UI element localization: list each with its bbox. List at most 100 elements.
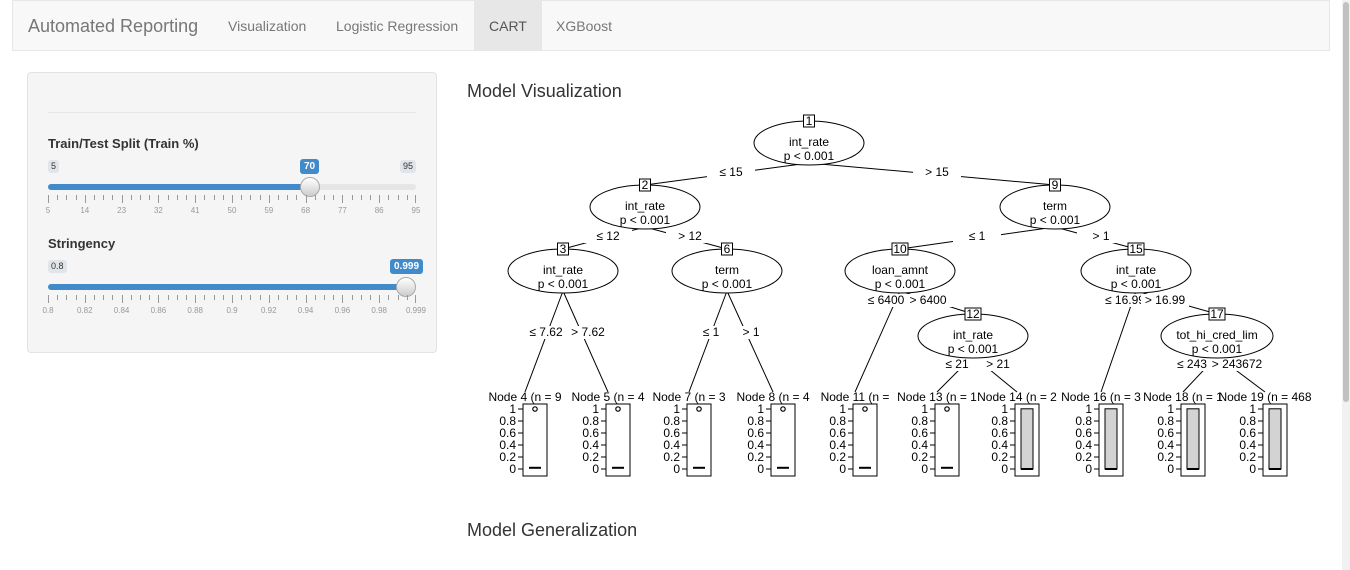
navbar: Automated Reporting Visualization Logist… (12, 0, 1330, 51)
stringency-tick (48, 295, 49, 303)
page-scrollbar[interactable] (1342, 0, 1350, 570)
axis-tick-label: 1 (509, 402, 516, 416)
tab-xgboost[interactable]: XGBoost (556, 18, 613, 34)
navbar-brand[interactable]: Automated Reporting (28, 16, 199, 36)
axis-tick-label: 0.4 (911, 438, 928, 452)
split-tick (287, 195, 289, 200)
node-id: 15 (1129, 242, 1143, 256)
terminal-node-title: Node 11 (n = (821, 390, 890, 404)
split-tick (130, 195, 132, 200)
axis-tick-label: 0.2 (911, 450, 928, 464)
node-id: 3 (560, 242, 567, 256)
edge-label-bg (564, 326, 612, 339)
node-variable: int_rate (543, 263, 583, 277)
split-tick (75, 195, 77, 200)
stringency-tick (351, 295, 353, 300)
edge-label: > 21 (986, 357, 1010, 371)
split-tick (66, 195, 68, 200)
tab-logistic-regression[interactable]: Logistic Regression (336, 18, 459, 34)
stringency-tick (121, 295, 123, 303)
tree-edge (524, 290, 564, 393)
terminal-node-title: Node 19 (n = 468 (1218, 390, 1311, 404)
stringency-tick-label: 0.84 (113, 306, 130, 315)
split-tick (259, 195, 261, 200)
split-slider-handle[interactable] (300, 177, 320, 197)
scrollbar-thumb[interactable] (1343, 2, 1349, 402)
axis-tick-label: 0.8 (1157, 414, 1174, 428)
edge-label-bg (862, 294, 910, 307)
node-id: 17 (1210, 307, 1224, 321)
axis-tick-label: 0 (1085, 462, 1092, 476)
edge-label-bg (727, 326, 775, 339)
stringency-tick (94, 295, 95, 300)
axis-tick-label: 0.2 (747, 450, 764, 464)
split-tick (204, 195, 206, 200)
stringency-tick (314, 295, 316, 300)
outlier-point (862, 406, 868, 412)
axis-tick-label: 1 (1001, 402, 1008, 416)
node-variable: term (1043, 199, 1067, 213)
stringency-value-badge: 0.999 (390, 259, 424, 274)
axis-tick-label: 0.2 (1075, 450, 1092, 464)
axis-tick-label: 0.2 (663, 450, 680, 464)
split-tick (186, 195, 187, 200)
axis-tick-label: 1 (592, 402, 599, 416)
edge-label: > 6400 (909, 293, 946, 307)
decision-tree-plot: ≤ 15> 15≤ 12> 12≤ 1> 1≤ 7.62> 7.62≤ 1> 1… (488, 114, 1312, 477)
node-id-box (639, 178, 651, 192)
stringency-tick (305, 295, 307, 303)
split-tick (250, 195, 252, 200)
axis-tick-label: 0 (839, 462, 846, 476)
stringency-tick (342, 295, 344, 303)
split-tick (415, 195, 416, 203)
stringency-tick (296, 295, 298, 300)
edge-label-bg (933, 358, 981, 371)
axis-tick-label: 0.6 (663, 426, 680, 440)
stringency-tick (195, 295, 197, 303)
axis-tick-label: 0.8 (747, 414, 764, 428)
stringency-slider-handle[interactable] (396, 277, 416, 297)
stringency-tick (287, 295, 289, 300)
split-tick (57, 195, 59, 200)
tree-edge (688, 290, 728, 393)
split-tick-label: 41 (190, 206, 200, 215)
stringency-slider-track[interactable] (48, 284, 416, 290)
node-p-value: p < 0.001 (1111, 277, 1162, 291)
axis-tick-label: 1 (1249, 402, 1256, 416)
split-slider-track[interactable] (48, 184, 416, 190)
stringency-tick-label: 0.82 (77, 306, 93, 315)
node-id-box (1208, 307, 1226, 321)
terminal-node-title: Node 7 (n = 3 (652, 390, 725, 404)
edge-label-bg (974, 358, 1022, 371)
axis-tick-label: 0.2 (991, 450, 1008, 464)
tree-edge (562, 290, 609, 393)
outlier-point (532, 406, 538, 412)
node-variable: int_rate (625, 199, 665, 213)
node-id-box (964, 307, 982, 321)
stringency-tick-label: 0.86 (150, 306, 167, 315)
split-min-label: 5 (48, 160, 60, 173)
split-tick (176, 195, 178, 200)
stringency-tick (241, 295, 243, 300)
terminal-box (522, 403, 548, 477)
tab-visualization[interactable]: Visualization (228, 18, 307, 34)
axis-tick-label: 0.8 (1075, 414, 1092, 428)
axis-tick-label: 0.2 (499, 450, 516, 464)
stringency-tick (333, 295, 335, 300)
axis-tick-label: 0.2 (1157, 450, 1174, 464)
axis-tick-label: 0.6 (991, 426, 1008, 440)
axis-tick-label: 0.4 (1239, 438, 1256, 452)
stringency-tick (130, 295, 132, 300)
axis-tick-label: 0 (921, 462, 928, 476)
split-tick (232, 195, 233, 203)
axis-tick-label: 0.6 (911, 426, 928, 440)
stringency-slider-label: Stringency (48, 236, 116, 251)
axis-tick-label: 0.8 (911, 414, 928, 428)
stringency-tick (84, 295, 86, 303)
terminal-node-title: Node 18 (n = 1 (1143, 390, 1223, 404)
tab-cart[interactable]: CART (474, 1, 542, 51)
tree-edge (854, 290, 901, 393)
node-p-value: p < 0.001 (702, 277, 753, 291)
node-variable: term (715, 263, 739, 277)
axis-tick-label: 0.6 (1239, 426, 1256, 440)
